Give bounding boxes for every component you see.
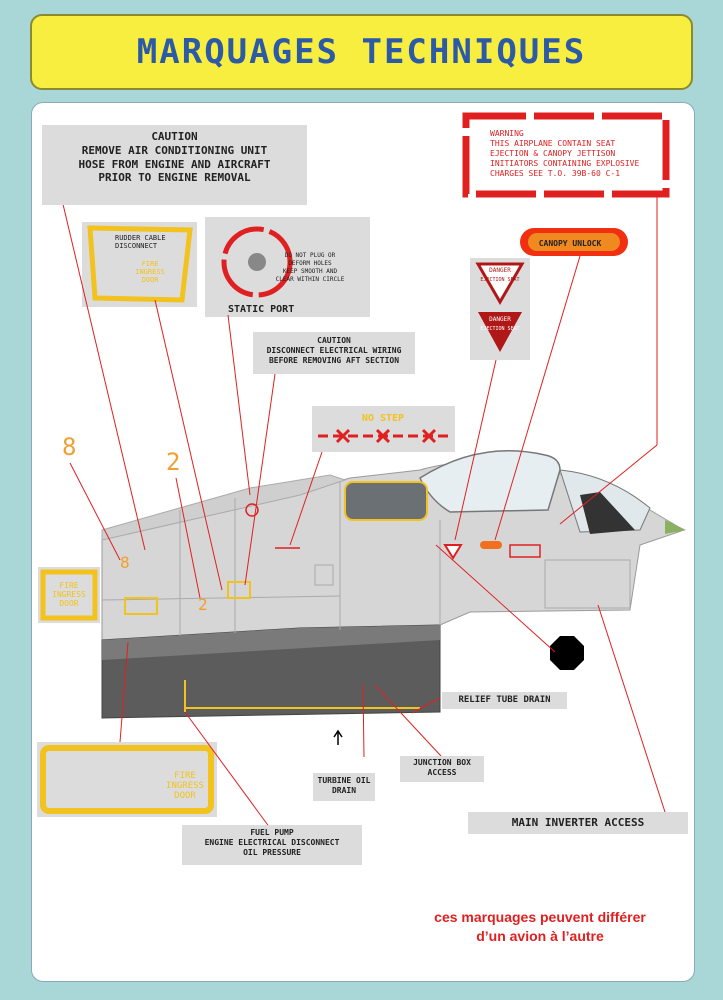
turbine-oil-line-2: DRAIN bbox=[331, 786, 357, 795]
nose-tip bbox=[665, 520, 686, 534]
fuel-pump-label: FUEL PUMP ENGINE ELECTRICAL DISCONNECT O… bbox=[182, 825, 362, 865]
svg-text:DOOR: DOOR bbox=[59, 599, 78, 608]
panel-lines bbox=[101, 482, 631, 636]
turbine-oil-arrow bbox=[333, 729, 343, 745]
caution-elec-line-2: DISCONNECT ELECTRICAL WIRING bbox=[266, 346, 402, 355]
variation-note-line-2: d’un avion à l’autre bbox=[476, 927, 604, 944]
svg-text:CANOPY UNLOCK: CANOPY UNLOCK bbox=[539, 239, 602, 248]
svg-text:FIRE: FIRE bbox=[174, 771, 196, 781]
caution-elec-line-3: BEFORE REMOVING AFT SECTION bbox=[268, 356, 400, 365]
junction-box-label: JUNCTION BOX ACCESS bbox=[400, 756, 484, 782]
variation-note: ces marquages peuvent différer d’un avio… bbox=[400, 908, 680, 946]
svg-text:EJECTION SEAT: EJECTION SEAT bbox=[480, 326, 519, 332]
canopy-unlock-mark bbox=[480, 541, 502, 549]
title-banner: MARQUAGES TECHNIQUES bbox=[30, 14, 693, 90]
svg-text:EJECTION SEAT: EJECTION SEAT bbox=[480, 277, 519, 283]
caution-ac-line-3: HOSE FROM ENGINE AND AIRCRAFT bbox=[78, 157, 271, 171]
canopy bbox=[419, 450, 561, 513]
fire-ingress-mark bbox=[124, 597, 158, 615]
svg-text:THIS AIRPLANE CONTAIN SEAT: THIS AIRPLANE CONTAIN SEAT bbox=[490, 139, 615, 148]
number-2-decal: 2 bbox=[166, 448, 180, 476]
junction-box-line-2: ACCESS bbox=[427, 768, 457, 777]
svg-text:INGRESS: INGRESS bbox=[135, 268, 165, 276]
side-window bbox=[344, 481, 428, 521]
caution-ac-label: CAUTION REMOVE AIR CONDITIONING UNIT HOS… bbox=[42, 125, 307, 205]
danger-triangles-decal: DANGER EJECTION SEAT DANGER EJECTION SEA… bbox=[470, 258, 530, 360]
caution-ac-line-4: PRIOR TO ENGINE REMOVAL bbox=[98, 171, 251, 185]
cockpit-seat bbox=[580, 492, 635, 534]
leader-lines bbox=[61, 195, 666, 829]
rudder-cable-mark bbox=[227, 581, 251, 599]
static-port-mark bbox=[245, 503, 259, 517]
warning-seat-decal: WARNING THIS AIRPLANE CONTAIN SEAT EJECT… bbox=[462, 112, 670, 198]
relief-tube-text: RELIEF TUBE DRAIN bbox=[458, 695, 551, 705]
svg-text:NO STEP: NO STEP bbox=[362, 413, 404, 424]
fuselage-number-8: 8 bbox=[120, 553, 130, 572]
caution-ac-line-2: REMOVE AIR CONDITIONING UNIT bbox=[81, 143, 268, 157]
svg-text:DISCONNECT: DISCONNECT bbox=[115, 242, 158, 250]
static-port-decal: DO NOT PLUG OR DEFORM HOLES KEEP SMOOTH … bbox=[205, 217, 370, 317]
fire-ingress-decal-small: FIRE INGRESS DOOR bbox=[38, 567, 100, 623]
black-octagon bbox=[550, 636, 584, 670]
fuel-pump-line-1: FUEL PUMP bbox=[250, 828, 294, 837]
svg-text:INGRESS: INGRESS bbox=[52, 590, 86, 599]
svg-text:INGRESS: INGRESS bbox=[166, 781, 204, 791]
caution-elec-label: CAUTION DISCONNECT ELECTRICAL WIRING BEF… bbox=[253, 332, 415, 374]
no-step-decal: NO STEP bbox=[312, 406, 455, 452]
svg-text:FIRE: FIRE bbox=[142, 260, 159, 268]
svg-text:DOOR: DOOR bbox=[142, 276, 160, 284]
fuselage-number-2: 2 bbox=[198, 595, 208, 614]
junction-box-line-1: JUNCTION BOX bbox=[413, 758, 471, 767]
rudder-cable-decal: RUDDER CABLE DISCONNECT FIRE INGRESS DOO… bbox=[82, 222, 197, 307]
page-title: MARQUAGES TECHNIQUES bbox=[136, 32, 587, 72]
svg-text:CLEAR WITHIN CIRCLE: CLEAR WITHIN CIRCLE bbox=[276, 276, 345, 283]
svg-text:INITIATORS CONTAINING EXPLOSIV: INITIATORS CONTAINING EXPLOSIVE bbox=[490, 159, 639, 168]
variation-note-line-1: ces marquages peuvent différer bbox=[434, 909, 646, 925]
main-inverter-text: MAIN INVERTER ACCESS bbox=[511, 816, 645, 829]
main-inverter-label: MAIN INVERTER ACCESS bbox=[468, 812, 688, 834]
svg-text:CHARGES SEE T.O. 39B-60 C-1: CHARGES SEE T.O. 39B-60 C-1 bbox=[490, 169, 620, 178]
svg-text:STATIC PORT: STATIC PORT bbox=[228, 304, 294, 315]
fuel-pump-line-2: ENGINE ELECTRICAL DISCONNECT bbox=[204, 838, 340, 847]
svg-text:DANGER: DANGER bbox=[489, 316, 511, 323]
caution-ac-line-1: CAUTION bbox=[151, 130, 198, 143]
number-8-decal: 8 bbox=[62, 433, 76, 461]
canopy-unlock-decal: CANOPY UNLOCK bbox=[520, 228, 628, 256]
svg-text:FIRE: FIRE bbox=[59, 581, 78, 590]
svg-text:WARNING: WARNING bbox=[490, 129, 524, 138]
dorsal-spine bbox=[101, 474, 347, 541]
svg-text:KEEP SMOOTH AND: KEEP SMOOTH AND bbox=[283, 268, 338, 275]
fire-ingress-decal-large: FIRE INGRESS DOOR bbox=[37, 742, 217, 817]
caution-elec-line-1: CAUTION bbox=[317, 336, 351, 345]
turbine-oil-line-1: TURBINE OIL bbox=[317, 776, 371, 785]
svg-text:DEFORM HOLES: DEFORM HOLES bbox=[288, 260, 332, 267]
svg-text:DO NOT PLUG OR: DO NOT PLUG OR bbox=[285, 252, 336, 259]
fuel-pump-line-3: OIL PRESSURE bbox=[243, 848, 301, 857]
turbine-oil-label: TURBINE OIL DRAIN bbox=[313, 773, 375, 801]
svg-text:DANGER: DANGER bbox=[489, 267, 511, 274]
warning-mark bbox=[509, 544, 541, 558]
relief-tube-label: RELIEF TUBE DRAIN bbox=[442, 692, 567, 709]
svg-text:EJECTION & CANOPY JETTISON: EJECTION & CANOPY JETTISON bbox=[490, 149, 615, 158]
svg-text:RUDDER CABLE: RUDDER CABLE bbox=[115, 234, 166, 242]
wing-leading-edge bbox=[102, 625, 440, 660]
svg-text:DOOR: DOOR bbox=[174, 791, 196, 801]
danger-triangle-mark bbox=[443, 544, 463, 560]
